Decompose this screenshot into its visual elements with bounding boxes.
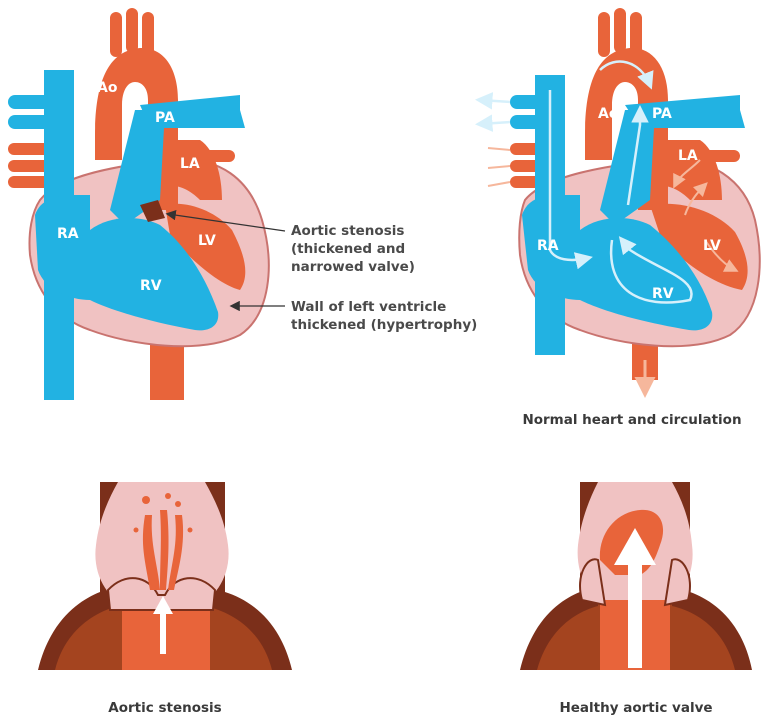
stenosis-caption: Aortic stenosis <box>108 700 221 716</box>
aortic-branch-1 <box>110 12 122 57</box>
label-lv: LV <box>703 238 721 254</box>
label-la: LA <box>180 156 200 172</box>
healthy-caption: Healthy aortic valve <box>559 700 712 716</box>
label-pa: PA <box>155 110 175 126</box>
stenosis-annotation-line2: (thickened and <box>291 241 405 257</box>
healthy-valve-cross-section: Healthy aortic valve <box>520 482 752 716</box>
label-rv: RV <box>140 278 162 294</box>
incoming-flow-arrows <box>488 148 510 186</box>
normal-heart: Ao PA LA LV RA RV Normal heart and circu… <box>480 8 760 428</box>
normal-heart-caption: Normal heart and circulation <box>522 412 741 428</box>
label-pa: PA <box>652 106 672 122</box>
aortic-branch-3 <box>630 12 642 57</box>
aortic-branch-1 <box>598 12 610 57</box>
aortic-branch-2 <box>126 8 138 53</box>
label-rv: RV <box>652 286 674 302</box>
stenosis-annotation-line1: Aortic stenosis <box>291 223 404 239</box>
label-la: LA <box>678 148 698 164</box>
stenosis-annotation-line3: narrowed valve) <box>291 259 415 275</box>
label-ra: RA <box>57 226 79 242</box>
wall-annotation-line2: thickened (hypertrophy) <box>291 317 477 333</box>
diseased-heart: Ao PA LA LV RA RV Aortic stenosis (thick… <box>8 8 477 400</box>
pulmonary-arteries <box>8 95 245 129</box>
wall-annotation-line1: Wall of left ventricle <box>291 299 446 315</box>
outgoing-flow-arrows <box>480 100 510 124</box>
aortic-branch-2 <box>614 8 626 53</box>
label-ao: Ao <box>97 80 118 96</box>
label-lv: LV <box>198 233 216 249</box>
label-ao: Ao <box>598 106 619 122</box>
stenotic-valve-cross-section: Aortic stenosis <box>38 482 292 716</box>
label-ra: RA <box>537 238 559 254</box>
aortic-branch-3 <box>142 12 154 57</box>
